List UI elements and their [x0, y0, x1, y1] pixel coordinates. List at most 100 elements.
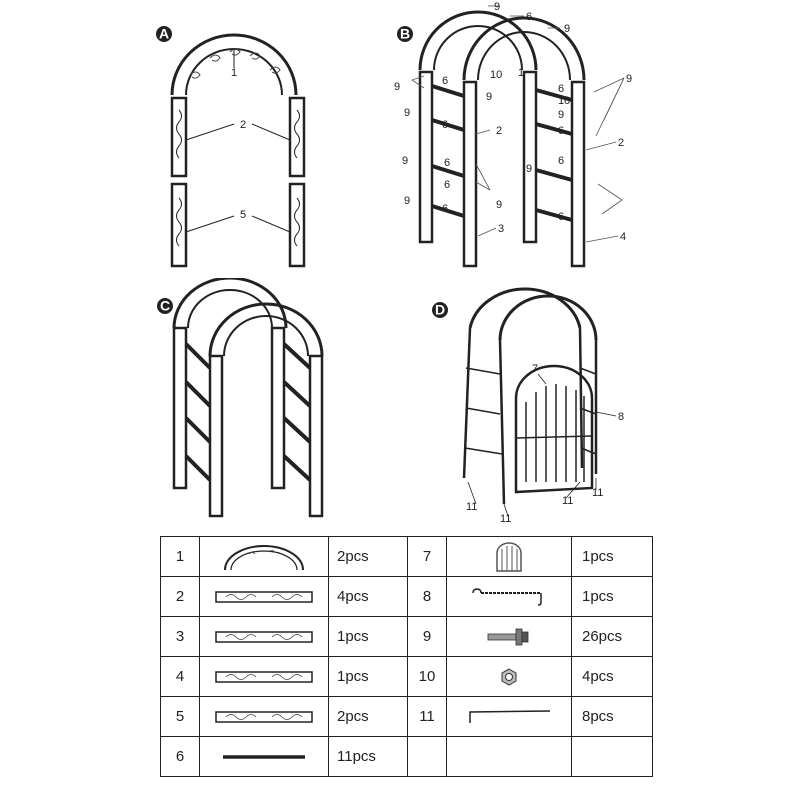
step-a-drawing: A 1 2 5 [156, 26, 306, 268]
callout-b-6b: 6 [442, 75, 448, 87]
callout-b-2b: 2 [618, 137, 624, 149]
callout-b-9k: 9 [496, 199, 502, 211]
callout-b-9g: 9 [558, 109, 564, 121]
callout-5: 5 [240, 209, 246, 221]
callout-d-11c: 11 [562, 495, 573, 507]
step-b-rods [431, 84, 573, 222]
part-image-cell [199, 696, 329, 737]
callout-b-3: 3 [498, 223, 504, 235]
callout-b-6i: 6 [442, 203, 448, 215]
part-image-cell [446, 616, 572, 657]
callout-b-9e: 9 [486, 91, 492, 103]
step-d-frame [462, 287, 598, 505]
part-quantity: 26pcs [571, 616, 653, 657]
step-a-badge: A [159, 26, 169, 42]
part-quantity: 1pcs [571, 576, 653, 617]
callout-b-9i: 9 [526, 163, 532, 175]
part-image-cell [199, 656, 329, 697]
callout-b-6a: 6 [526, 11, 532, 23]
callout-b-6f: 6 [444, 157, 450, 169]
part-quantity: 4pcs [328, 576, 408, 617]
step-d-badge: D [435, 302, 445, 318]
part-image-cell [199, 536, 329, 577]
ground-stake-icon [469, 709, 551, 723]
table-row: 2 4pcs 8 1pcs [160, 576, 653, 617]
step-c-badge-circle [157, 298, 173, 314]
callout-b-4: 4 [620, 231, 626, 243]
step-d-drawing: D 7 [432, 287, 624, 525]
part-number [407, 736, 447, 777]
part-number: 8 [407, 576, 447, 617]
part-number: 2 [160, 576, 200, 617]
part-image-cell [199, 576, 329, 617]
table-row: 4 1pcs 10 4pcs [160, 656, 653, 697]
part-number: 10 [407, 656, 447, 697]
hook-chain-icon [472, 587, 542, 606]
part-number: 4 [160, 656, 200, 697]
part-quantity: 11pcs [328, 736, 408, 777]
table-row: 1 2pcs 7 1pcs [160, 536, 653, 577]
callout-d-11a: 11 [466, 501, 477, 513]
part-quantity [571, 736, 653, 777]
table-row: 3 1pcs 9 26pcs [160, 616, 653, 657]
callout-b-9c: 9 [394, 81, 400, 93]
rod-icon [223, 755, 305, 759]
part-image-cell [446, 696, 572, 737]
callout-b-6e: 6 [558, 125, 564, 137]
step-d-leaders [467, 373, 617, 517]
callout-b-1: 1 [518, 67, 524, 79]
part-image-cell [199, 736, 329, 777]
step-d-gate [514, 364, 594, 494]
callout-b-9f: 9 [404, 107, 410, 119]
callout-b-6h: 6 [558, 155, 564, 167]
table-row: 5 2pcs 11 8pcs [160, 696, 653, 737]
step-b-diagram: B [390, 0, 650, 275]
step-a-diagram: A 1 2 5 [150, 20, 330, 280]
step-c-rods [184, 342, 312, 482]
callout-b-10a: 10 [490, 69, 502, 81]
step-b-leaders [411, 5, 625, 243]
part-quantity: 8pcs [571, 696, 653, 737]
scroll-panel-icon [215, 591, 313, 603]
callout-d-11b: 11 [500, 513, 511, 525]
callout-b-6j: 6 [558, 211, 564, 223]
callout-2: 2 [240, 119, 246, 131]
step-a-badge-circle [156, 26, 172, 42]
step-c-diagram: C [150, 278, 350, 528]
callout-1: 1 [231, 67, 237, 79]
step-b-drawing: B [394, 1, 632, 268]
callout-b-9a: 9 [494, 1, 500, 13]
part-number: 7 [407, 536, 447, 577]
step-b-badge: B [400, 26, 410, 42]
nut-icon [501, 667, 517, 686]
callout-b-9h: 9 [402, 155, 408, 167]
step-d-badge-circle [432, 302, 448, 318]
part-image-cell [199, 616, 329, 657]
callout-b-6c: 6 [558, 83, 564, 95]
callout-b-2a: 2 [496, 125, 502, 137]
table-row: 6 11pcs [160, 736, 653, 777]
bolt-icon [487, 628, 529, 645]
part-quantity: 2pcs [328, 536, 408, 577]
part-number: 5 [160, 696, 200, 737]
callout-d-8: 8 [618, 411, 624, 423]
part-number: 3 [160, 616, 200, 657]
callout-d-7: 7 [532, 363, 538, 375]
callout-b-9b: 9 [564, 23, 570, 35]
part-image-cell [446, 656, 572, 697]
parts-table: 1 2pcs 7 1pcs 2 [160, 536, 653, 777]
part-quantity: 2pcs [328, 696, 408, 737]
callout-d-11d: 11 [592, 487, 603, 499]
part-quantity: 1pcs [328, 616, 408, 657]
part-number: 9 [407, 616, 447, 657]
part-quantity: 1pcs [328, 656, 408, 697]
scroll-panel-icon [215, 711, 313, 723]
part-image-cell [446, 736, 572, 777]
arch-outer [170, 33, 298, 96]
callout-b-9d: 9 [626, 73, 632, 85]
callout-b-10b: 10 [558, 95, 570, 107]
callout-b-9j: 9 [404, 195, 410, 207]
part-number: 11 [407, 696, 447, 737]
step-c-badge: C [160, 298, 170, 314]
part-image-cell [446, 576, 572, 617]
